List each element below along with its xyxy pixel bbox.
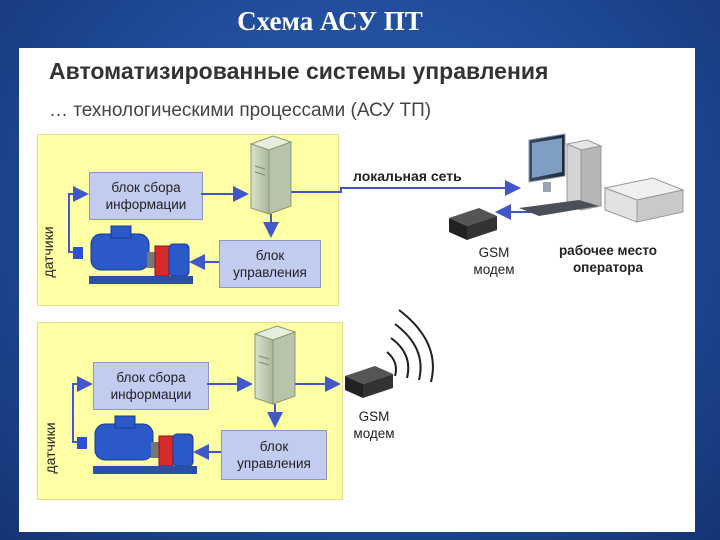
diagram-graphics [68, 133, 685, 474]
top-gsm-label: GSM модем [473, 245, 515, 277]
diagram-panel: Автоматизированные системы управления … … [19, 48, 695, 532]
operator-label: рабочее место оператора [558, 243, 658, 275]
bottom-gsm-modem-icon [345, 366, 393, 398]
operator-computer-icon [519, 133, 685, 223]
diagram-subheading: … технологическими процессами (АСУ ТП) [49, 100, 432, 121]
top-collector-box: блок сбора информации [89, 172, 203, 220]
network-label: локальная сеть [353, 168, 462, 184]
bottom-server-icon [253, 325, 297, 405]
diagram-heading: Автоматизированные системы управления [49, 58, 549, 84]
bottom-pump-icon [93, 415, 197, 474]
top-server-icon [249, 135, 293, 215]
slide-title: Схема АСУ ПТ [237, 6, 423, 36]
bottom-gsm-label: GSM модем [353, 409, 395, 441]
top-gsm-modem-icon [449, 208, 497, 240]
top-control-box: блок управления [219, 240, 321, 288]
bottom-collector-box: блок сбора информации [93, 362, 209, 410]
top-pump-icon [89, 225, 193, 284]
wireless-signal-icon [386, 309, 434, 383]
bottom-control-box: блок управления [221, 430, 327, 480]
